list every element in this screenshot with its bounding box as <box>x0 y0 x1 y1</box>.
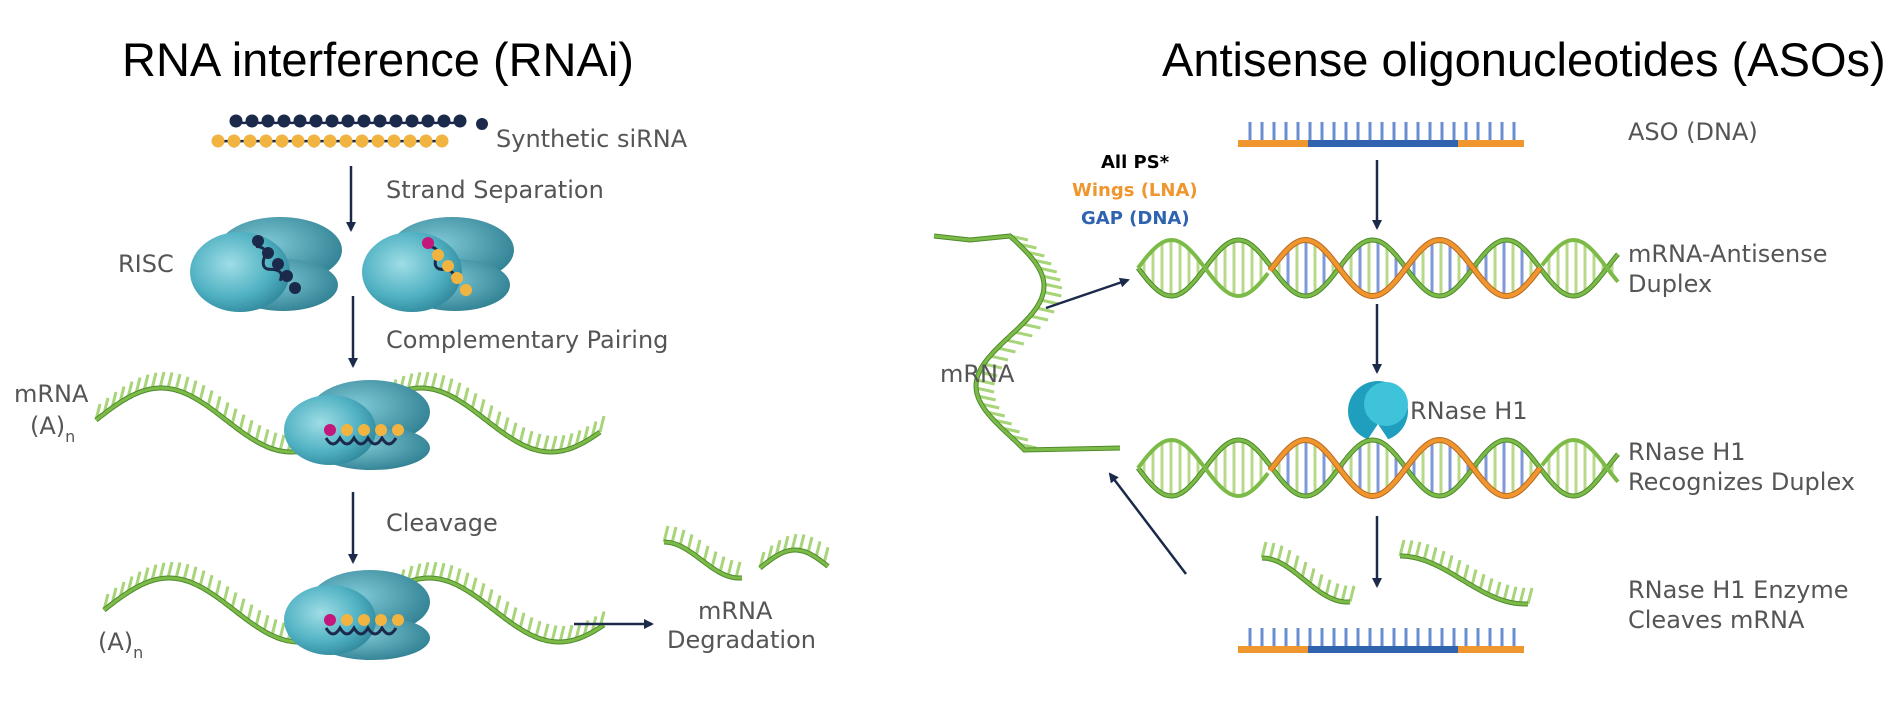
aso-released-strand <box>1238 628 1524 653</box>
risc-on-mrna <box>284 380 430 470</box>
mrna-label-rnai: mRNA <box>14 380 89 408</box>
legend-gap-dna: GAP (DNA) <box>1081 208 1190 229</box>
recognizes-label-2: Recognizes Duplex <box>1628 468 1855 496</box>
mrna-degradation-label-2: Degradation <box>667 626 816 654</box>
risc-label: RISC <box>118 250 174 278</box>
poly-a-label-2: (A)n <box>98 628 143 662</box>
rnase-h1-enzyme-icon <box>1348 381 1408 442</box>
risc-complex-navy <box>190 217 342 312</box>
sirna-nucleotides <box>211 114 488 148</box>
strand-separation-label: Strand Separation <box>386 176 604 204</box>
mrna-antisense-duplex <box>1136 236 1620 300</box>
cleaves-label-1: RNase H1 Enzyme <box>1628 576 1849 604</box>
mrna-to-duplex-arrow <box>1045 277 1130 310</box>
risc-cleaving-mrna <box>284 570 430 660</box>
duplex-label-1: mRNA-Antisense <box>1628 240 1828 268</box>
legend-wings-lna: Wings (LNA) <box>1072 180 1198 201</box>
rnai-title: RNA interference (RNAi) <box>122 33 634 86</box>
aso-title: Antisense oligonucleotides (ASOs) <box>1162 33 1886 86</box>
complementary-pairing-label: Complementary Pairing <box>386 326 668 354</box>
duplex-label-2: Duplex <box>1628 270 1712 298</box>
legend-all-ps: All PS* <box>1101 152 1170 173</box>
poly-a-label-1: (A)n <box>30 412 75 446</box>
degraded-mrna-fragments <box>662 525 830 581</box>
mrna-label-aso: mRNA <box>940 360 1015 388</box>
rnase-h1-label: RNase H1 <box>1410 397 1528 425</box>
recycle-arrow <box>1108 472 1187 575</box>
cleaves-label-2: Cleaves mRNA <box>1628 606 1805 634</box>
rnase-recognized-duplex <box>1136 436 1620 500</box>
mrna-degradation-label-1: mRNA <box>698 597 773 625</box>
synthetic-sirna-label: Synthetic siRNA <box>496 125 688 153</box>
synthetic-sirna-duplex <box>211 114 488 148</box>
cleavage-label: Cleavage <box>386 509 498 537</box>
recognizes-label-1: RNase H1 <box>1628 438 1746 466</box>
aso-dna-label: ASO (DNA) <box>1628 118 1758 146</box>
mrna-single-strand <box>933 233 1121 453</box>
aso-dna-strand <box>1238 122 1524 147</box>
cleaved-mrna-fragments <box>1260 539 1534 607</box>
risc-complex-gold <box>362 217 514 312</box>
